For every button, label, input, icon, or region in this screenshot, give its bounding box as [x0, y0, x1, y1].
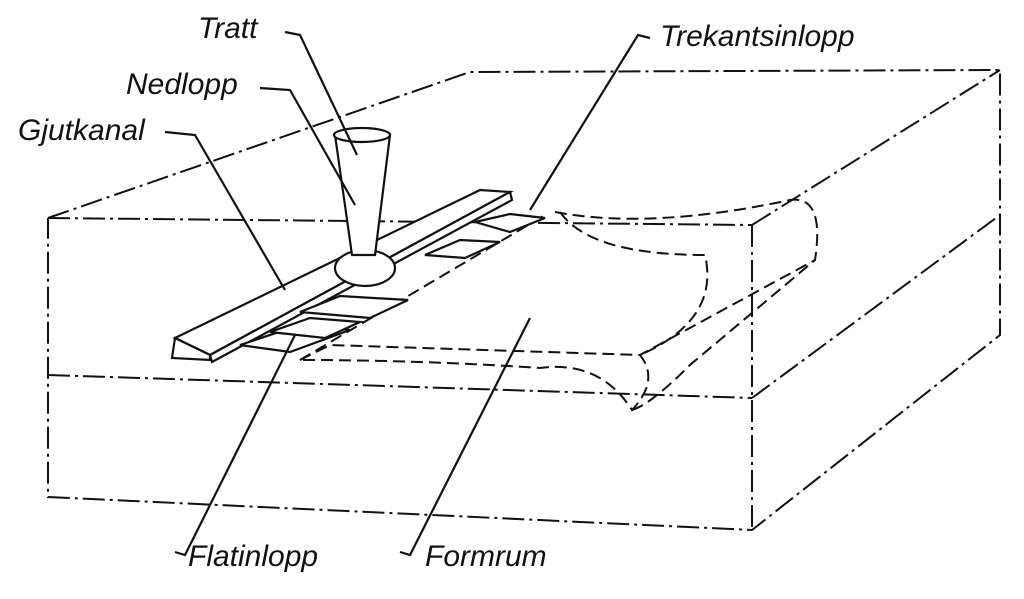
- label-nedlopp: Nedlopp: [126, 68, 238, 101]
- mold-cavity: [299, 198, 819, 412]
- label-tratt: Tratt: [198, 12, 258, 45]
- leader-lines: [164, 30, 651, 557]
- label-trekantsinlopp: Trekantsinlopp: [660, 20, 855, 53]
- sprue: [332, 126, 397, 288]
- mold-box: [47, 68, 1001, 532]
- label-formrum: Formrum: [425, 540, 547, 573]
- flat-gates: [239, 212, 546, 354]
- label-flatinlopp: Flatinlopp: [188, 540, 319, 573]
- label-gjutkanal: Gjutkanal: [18, 114, 145, 147]
